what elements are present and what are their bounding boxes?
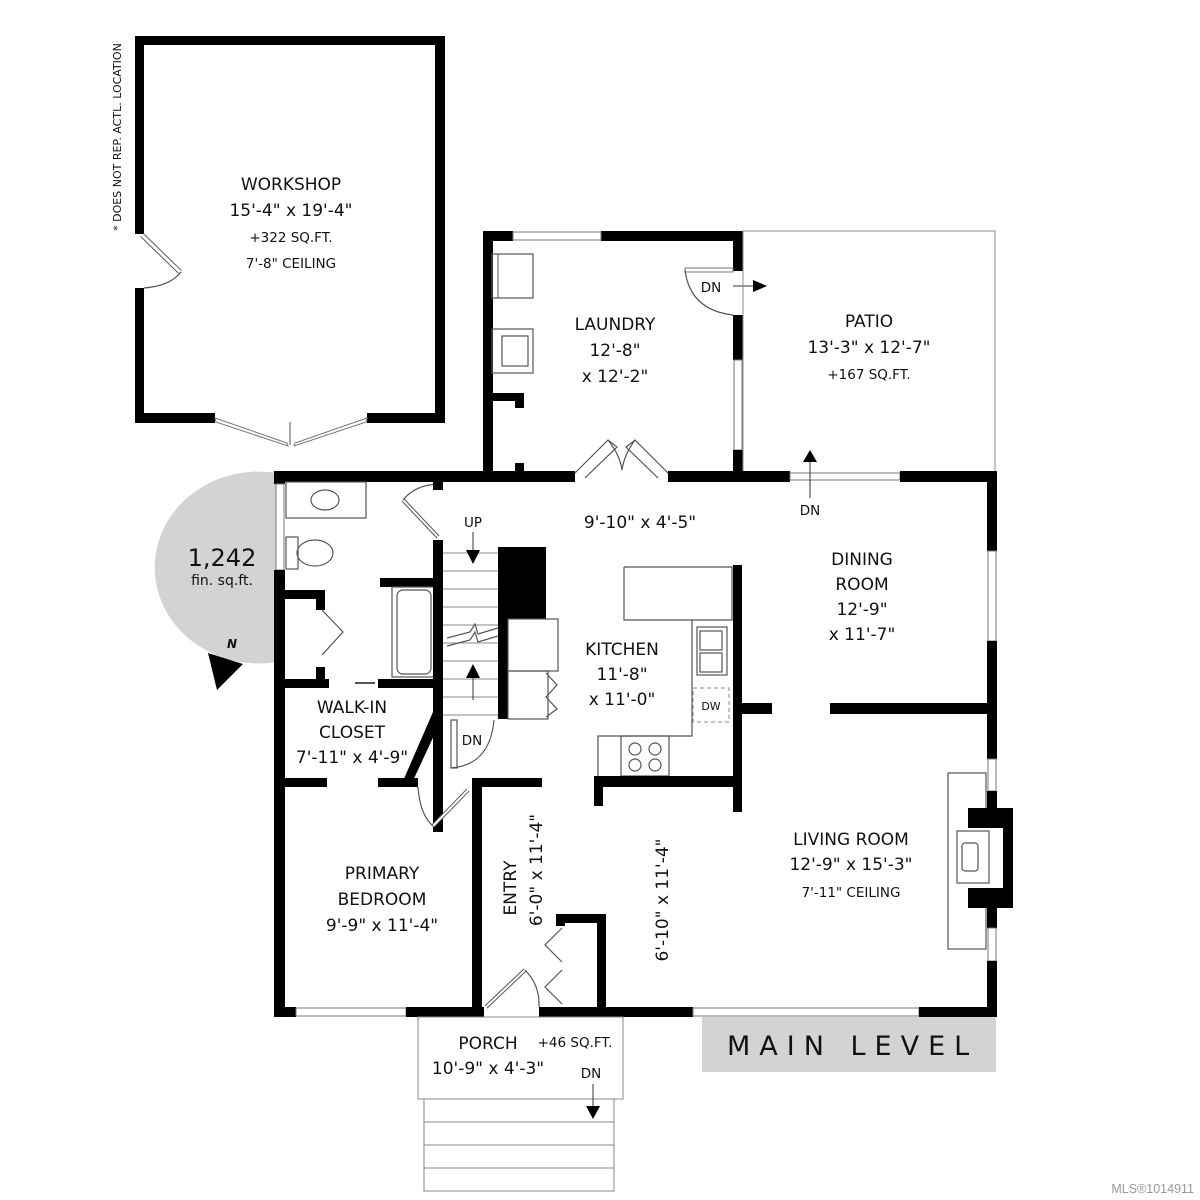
walkin-name-1: WALK-IN bbox=[317, 698, 387, 718]
dining-name-2: ROOM bbox=[835, 575, 888, 595]
patio-dn-label: DN bbox=[800, 503, 821, 519]
kitchen-dims-1: 11'-8" bbox=[596, 665, 647, 685]
patio-dims: 13'-3" x 12'-7" bbox=[807, 338, 930, 358]
kitchen-dims-2: x 11'-0" bbox=[589, 690, 656, 710]
workshop-double-door[interactable] bbox=[214, 417, 368, 447]
entry-dims: 6'-0" x 11'-4" bbox=[527, 814, 547, 926]
arrow-up-icon bbox=[466, 664, 480, 678]
workshop-name: WORKSHOP bbox=[241, 175, 341, 195]
mls-number: MLS®1014911 bbox=[1111, 1182, 1194, 1196]
patio-sliding-door[interactable] bbox=[789, 472, 901, 481]
dining-dims-1: 12'-9" bbox=[836, 600, 887, 620]
laundry-dims-1: 12'-8" bbox=[589, 341, 640, 361]
patio-area: +167 SQ.FT. bbox=[827, 367, 910, 383]
stove-icon bbox=[620, 735, 670, 777]
finished-area-badge: 1,242 fin. sq.ft. N bbox=[154, 471, 277, 690]
living-name: LIVING ROOM bbox=[793, 830, 909, 850]
walkin-dims: 7'-11" x 4'-9" bbox=[296, 748, 408, 768]
porch-area: +46 SQ.FT. bbox=[538, 1035, 613, 1051]
patio-name: PATIO bbox=[845, 312, 893, 332]
bedroom-name-1: PRIMARY bbox=[345, 864, 420, 884]
bathroom bbox=[285, 481, 443, 832]
workshop: WORKSHOP 15'-4" x 19'-4" +322 SQ.FT. 7'-… bbox=[135, 36, 445, 447]
dining-room: DINING ROOM 12'-9" x 11'-7" bbox=[829, 550, 896, 645]
laundry-dims-2: x 12'-2" bbox=[582, 367, 649, 387]
kitchen-name: KITCHEN bbox=[585, 640, 659, 660]
bathroom-door[interactable] bbox=[401, 483, 440, 539]
level-badge: MAIN LEVEL bbox=[702, 1017, 996, 1072]
laundry-patio-door[interactable] bbox=[684, 267, 734, 316]
dryer-icon bbox=[491, 253, 534, 299]
disclaimer-text: * DOES NOT REP. ACTL. LOCATION bbox=[111, 43, 124, 231]
porch-name: PORCH bbox=[458, 1034, 517, 1054]
level-title: MAIN LEVEL bbox=[727, 1031, 978, 1062]
fireplace-icon bbox=[956, 830, 990, 884]
stair-up-label: UP bbox=[464, 515, 482, 531]
laundry-dn-label: DN bbox=[701, 280, 722, 296]
workshop-ceiling: 7'-8" CEILING bbox=[246, 256, 336, 272]
patio: PATIO 13'-3" x 12'-7" +167 SQ.FT. bbox=[742, 230, 996, 477]
porch: PORCH +46 SQ.FT. 10'-9" x 4'-3" DN bbox=[417, 1016, 624, 1192]
living-dims: 12'-9" x 15'-3" bbox=[789, 855, 912, 875]
compass-arrow-icon bbox=[208, 653, 243, 690]
porch-dims: 10'-9" x 4'-3" bbox=[432, 1059, 544, 1079]
finished-area-unit: fin. sq.ft. bbox=[191, 573, 253, 589]
laundry-name: LAUNDRY bbox=[575, 315, 656, 335]
arrow-down-icon bbox=[586, 1106, 600, 1119]
laundry-room: DN LAUNDRY 12'-8" x 12'-2" bbox=[483, 231, 767, 479]
entry-name: ENTRY bbox=[501, 860, 521, 916]
dining-name-1: DINING bbox=[831, 550, 893, 570]
laundry-bifold-door[interactable] bbox=[574, 439, 669, 479]
main-house-walls bbox=[274, 471, 997, 1017]
workshop-side-door[interactable] bbox=[140, 233, 182, 289]
finished-area-value: 1,242 bbox=[188, 544, 257, 572]
sink-icon bbox=[285, 481, 367, 519]
pantry bbox=[507, 670, 549, 720]
stair-dn-label: DN bbox=[462, 733, 483, 749]
arrow-up-icon bbox=[803, 450, 817, 462]
kitchen: DW KITCHEN 11'-8" x 11'-0" bbox=[507, 565, 997, 812]
toilet-icon bbox=[285, 536, 299, 570]
dishwasher-icon bbox=[692, 687, 730, 723]
workshop-area: +322 SQ.FT. bbox=[249, 230, 332, 246]
arrow-right-icon bbox=[753, 280, 767, 292]
fridge-icon bbox=[507, 618, 559, 672]
washer-icon bbox=[491, 328, 534, 374]
hall-dims: 9'-10" x 4'-5" bbox=[584, 513, 696, 533]
living-room: LIVING ROOM 12'-9" x 15'-3" 7'-11" CEILI… bbox=[789, 772, 1013, 950]
entry: ENTRY 6'-0" x 11'-4" 6'-10" x 11'-4" bbox=[484, 814, 673, 1017]
bathtub-icon bbox=[391, 586, 435, 678]
porch-dn-label: DN bbox=[581, 1066, 602, 1082]
primary-bedroom: PRIMARY BEDROOM 9'-9" x 11'-4" bbox=[326, 778, 542, 1017]
foyer-dims: 6'-10" x 11'-4" bbox=[653, 838, 673, 961]
dining-dims-2: x 11'-7" bbox=[829, 625, 896, 645]
bedroom-door[interactable] bbox=[417, 786, 470, 828]
front-door[interactable] bbox=[484, 968, 540, 1009]
staircase[interactable]: UP DN bbox=[443, 515, 546, 769]
dishwasher-label: DW bbox=[701, 700, 720, 713]
compass-label: N bbox=[227, 637, 237, 651]
walkin-name-2: CLOSET bbox=[319, 723, 386, 743]
bedroom-name-2: BEDROOM bbox=[338, 890, 427, 910]
workshop-dims: 15'-4" x 19'-4" bbox=[229, 201, 352, 221]
sink-icon bbox=[696, 626, 728, 676]
arrow-down-icon bbox=[466, 550, 480, 564]
living-ceiling: 7'-11" CEILING bbox=[802, 885, 901, 901]
bedroom-dims: 9'-9" x 11'-4" bbox=[326, 916, 438, 936]
walk-in-closet: WALK-IN CLOSET 7'-11" x 4'-9" bbox=[285, 698, 470, 828]
